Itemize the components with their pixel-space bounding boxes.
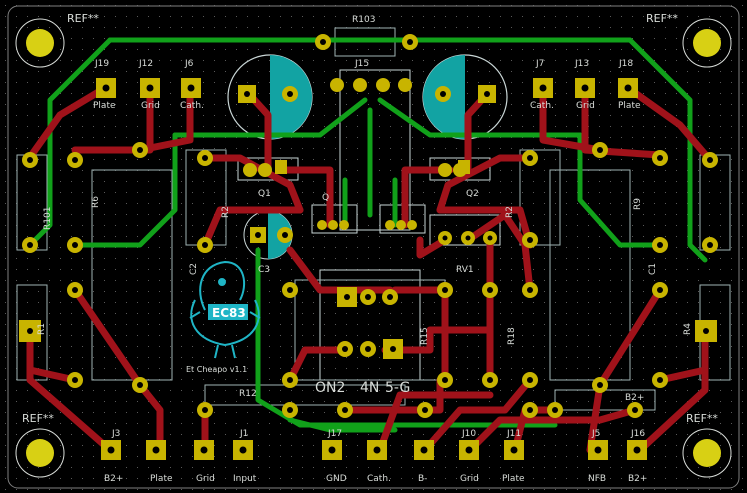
connector-ref: J5 bbox=[591, 429, 600, 439]
connector-label: Plate bbox=[618, 101, 641, 111]
connector-label: B2+ bbox=[628, 474, 647, 484]
connector-ref: J11 bbox=[506, 429, 521, 439]
label-q1: Q1 bbox=[258, 189, 271, 199]
credit-text: Et Cheapo v1.1 bbox=[186, 365, 247, 374]
connector-label: Plate bbox=[502, 474, 525, 484]
label-r12: R12 bbox=[239, 389, 257, 399]
connector-ref: J16 bbox=[630, 429, 645, 439]
connector-ref: J3 bbox=[111, 429, 120, 439]
connector-ref: J19 bbox=[94, 59, 109, 69]
connector-label: Cath. bbox=[530, 101, 554, 111]
connector-label: Grid bbox=[460, 474, 479, 484]
connector-ref: J6 bbox=[184, 59, 194, 69]
label-r6: R6 bbox=[91, 196, 101, 208]
label-r2-right: R2 bbox=[505, 206, 515, 218]
connector-ref: J13 bbox=[574, 59, 589, 69]
connector-label: Grid bbox=[576, 101, 595, 111]
mascot-art bbox=[189, 260, 261, 359]
connector-label: Cath. bbox=[180, 101, 204, 111]
ref-marker-bottom-right: REF** bbox=[686, 412, 718, 425]
connector-label: Plate bbox=[93, 101, 116, 111]
board-outline bbox=[7, 5, 740, 489]
label-part-main: ON2 bbox=[315, 380, 345, 396]
label-part-mid: 4N bbox=[360, 380, 379, 396]
connector-label: Plate bbox=[150, 474, 173, 484]
connector-label: B2+ bbox=[104, 474, 123, 484]
label-r4: R4 bbox=[683, 323, 693, 335]
connector-label: B- bbox=[418, 474, 427, 484]
label-c2: C2 bbox=[189, 263, 199, 275]
ref-marker-bottom-left: REF** bbox=[22, 412, 54, 425]
label-r2-left: R2 bbox=[221, 206, 231, 218]
mascot-badge bbox=[208, 304, 248, 320]
mascot-badge-text: EC83 bbox=[212, 306, 246, 320]
mounting-hole-top-left[interactable] bbox=[15, 18, 65, 68]
label-q2: Q2 bbox=[466, 189, 479, 199]
label-r9: R9 bbox=[633, 198, 643, 210]
connector-ref: J10 bbox=[461, 429, 476, 439]
label-q: Q bbox=[322, 193, 329, 203]
label-r15: R15 bbox=[420, 327, 430, 345]
connector-labels-bottom: J3 B2+ Plate Grid J1 Input J17 GND Cath.… bbox=[104, 429, 647, 484]
label-c3: C3 bbox=[258, 265, 270, 275]
label-r1: R1 bbox=[37, 323, 47, 335]
label-b2plus-mid: B2+ bbox=[625, 393, 644, 403]
label-c1: C1 bbox=[648, 263, 658, 275]
ref-marker-top-right: REF** bbox=[646, 12, 678, 25]
connector-labels-top: J19 Plate J12 Grid J6 Cath. J15 J7 Cath.… bbox=[93, 59, 641, 111]
connector-ref: J12 bbox=[138, 59, 153, 69]
connector-label: Grid bbox=[196, 474, 215, 484]
copper-traces-green bbox=[32, 37, 708, 433]
label-r101: R101 bbox=[43, 207, 53, 230]
mounting-hole-bottom-right[interactable] bbox=[682, 428, 732, 478]
mounting-hole-bottom-left[interactable] bbox=[15, 428, 65, 478]
connector-label: Grid bbox=[141, 101, 160, 111]
label-r103: R103 bbox=[352, 15, 375, 25]
connector-label: Input bbox=[233, 474, 257, 484]
connector-ref: J18 bbox=[618, 59, 633, 69]
connector-label: NFB bbox=[588, 474, 606, 484]
connector-ref: J1 bbox=[239, 429, 248, 439]
connector-ref: J17 bbox=[327, 429, 342, 439]
connector-label: Cath. bbox=[367, 474, 391, 484]
connector-ref: J15 bbox=[354, 59, 369, 69]
label-r18: R18 bbox=[507, 327, 517, 345]
label-part-main-suffix: 5-G bbox=[385, 380, 410, 396]
connector-ref: J7 bbox=[535, 59, 544, 69]
mounting-hole-top-right[interactable] bbox=[682, 18, 732, 68]
connector-label: GND bbox=[326, 474, 347, 484]
ref-marker-top-left: REF** bbox=[67, 12, 99, 25]
label-rv1: RV1 bbox=[456, 265, 474, 275]
pads[interactable] bbox=[19, 34, 718, 460]
